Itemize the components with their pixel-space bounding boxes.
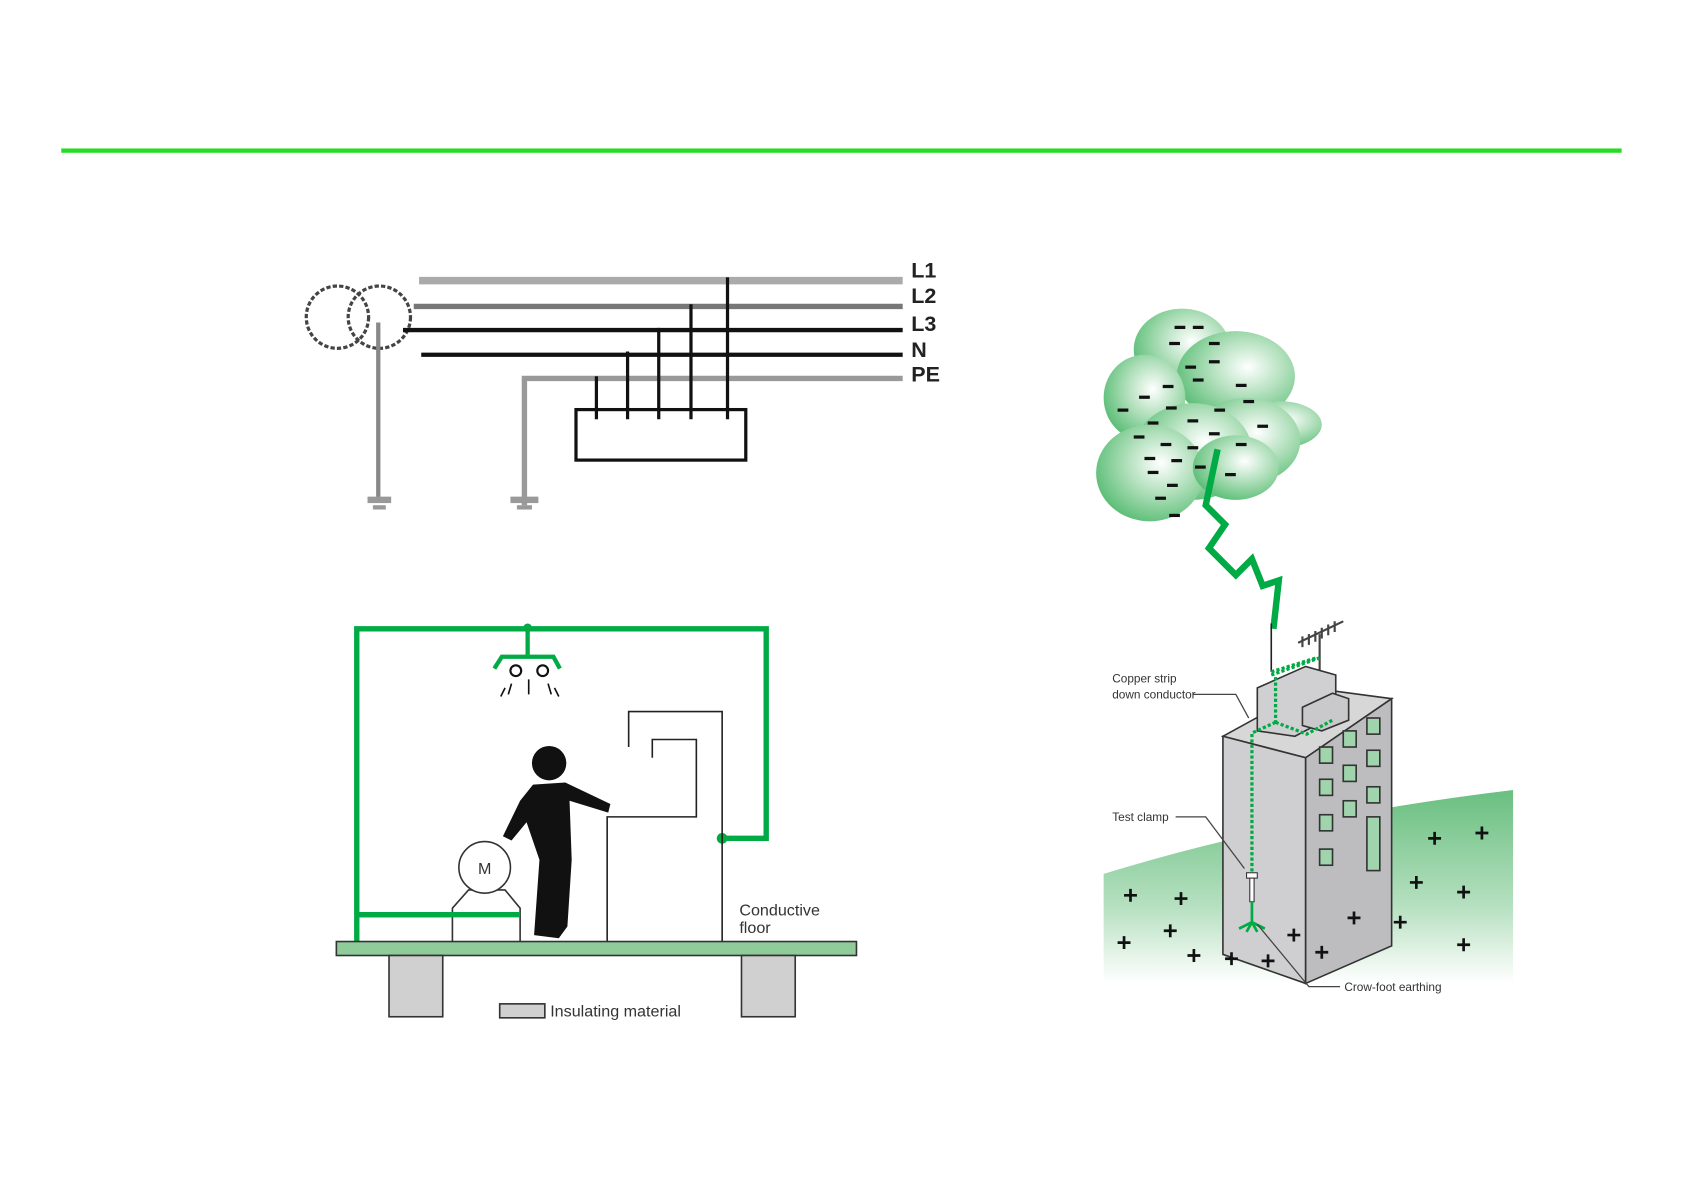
test-clamp-label: Test clamp — [1112, 810, 1169, 824]
motor-icon: M — [451, 840, 521, 942]
label-l1: L1 — [911, 258, 936, 282]
copper-strip-label-line1: Copper strip — [1112, 672, 1177, 686]
conductive-floor — [335, 940, 858, 957]
lightning-bolt-icon — [1202, 448, 1283, 630]
label-l2: L2 — [911, 284, 936, 308]
conductive-floor-diagram: M Conductive floor Insulating material — [335, 623, 858, 1021]
antenna-icon — [1297, 620, 1344, 672]
negative-charges — [1117, 325, 1269, 518]
person-icon — [502, 745, 611, 939]
legend-label: Insulating material — [550, 1003, 681, 1021]
copper-strip-label-line2: down conductor — [1112, 688, 1195, 702]
legend-swatch — [498, 1003, 546, 1019]
thundercloud-icon — [1096, 308, 1322, 522]
building-icon — [1220, 665, 1394, 985]
floor-label-line2: floor — [739, 919, 771, 937]
crow-foot-earthing-icon — [1238, 901, 1266, 933]
earth-icon — [367, 496, 539, 510]
transformer-icon — [304, 284, 413, 350]
label-n: N — [911, 338, 927, 362]
floor-label-line1: Conductive — [739, 902, 820, 920]
lightning-protection-diagram: Copper strip down conductor Test clamp C… — [1096, 308, 1514, 994]
header-divider — [61, 148, 1622, 153]
insulator-right — [740, 954, 797, 1018]
load-box — [574, 407, 748, 462]
crow-foot-label: Crow-foot earthing — [1344, 980, 1441, 994]
positive-charges — [1117, 826, 1489, 968]
label-pe: PE — [911, 363, 940, 387]
tn-circuit-diagram: L1 L2 L3 N PE — [304, 258, 940, 510]
motor-label: M — [478, 860, 491, 878]
ceiling-light-icon — [492, 628, 562, 697]
insulator-left — [388, 954, 444, 1018]
label-l3: L3 — [911, 312, 936, 336]
